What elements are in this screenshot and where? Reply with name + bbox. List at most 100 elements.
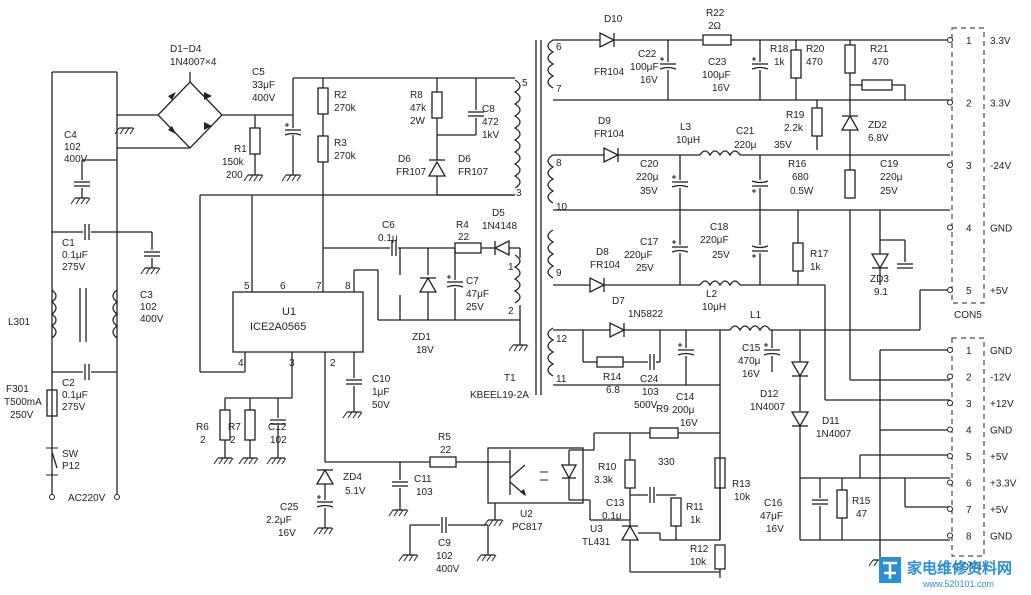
r13-value: 10k: [734, 492, 751, 503]
output-d8: D8 FR104 C17 220μF 25V C18 220μF 25V L2 …: [553, 210, 950, 401]
t1-pin-3: 3: [516, 188, 522, 199]
zener-zd2: [840, 114, 860, 131]
d6a-part: FR107: [396, 167, 426, 178]
con4-pin-number: 4: [966, 426, 972, 437]
resistor-r22: [702, 34, 732, 46]
r8-power: 2W: [410, 116, 426, 127]
c3-value: 102: [140, 302, 157, 313]
r6-value: 2: [200, 435, 206, 446]
output-5v: D7 1N5822 L1 C15 470μ 16V R14 6.8 C24 10…: [553, 289, 950, 567]
con4-pin-label: GND: [990, 346, 1012, 357]
c17-ref: C17: [640, 237, 659, 248]
resistor-r9: [649, 427, 679, 439]
r1-power: 200: [226, 170, 243, 181]
resistor-r17: [792, 242, 804, 272]
c21-voltage: 35V: [774, 140, 792, 151]
r21-value: 470: [872, 57, 889, 68]
zener-zd3: [870, 253, 890, 270]
bridge-part: 1N4007×4: [170, 57, 217, 68]
l1-ref: L1: [750, 310, 762, 321]
r22-value: 2Ω: [708, 21, 722, 32]
t1-pin-1: 1: [508, 262, 514, 273]
ac-terminal-n: [114, 494, 120, 500]
fuse-ref: F301: [6, 384, 29, 395]
resistor-r18: [790, 49, 802, 79]
con4-pin-1: [947, 347, 953, 353]
switch-label: SW: [62, 449, 79, 460]
diode-d11: [790, 411, 810, 428]
c16-ref: C16: [764, 498, 783, 509]
d8-ref: D8: [596, 247, 609, 258]
resistor-r10: [624, 459, 636, 489]
c23-voltage: 16V: [712, 83, 730, 94]
c11-value: 103: [416, 487, 433, 498]
c13-value: 0.1μ: [602, 511, 622, 522]
con4-pin-8: [947, 532, 953, 539]
c10-ref: C10: [372, 374, 391, 385]
diode-d6: [427, 160, 447, 177]
r1-ref: R1: [234, 144, 247, 155]
output-24v: D9 FR104 L3 10μH C21 220μ 35V C20 220μ 3…: [553, 116, 950, 211]
c10-value: 1μF: [372, 387, 389, 398]
diode-d5: [493, 239, 510, 257]
c1-ref: C1: [62, 238, 75, 249]
c15-value: 470μ: [738, 356, 761, 367]
r20-value: 470: [806, 57, 823, 68]
ac-input-label: AC220V: [68, 493, 106, 504]
r2-value: 270k: [334, 103, 357, 114]
d8-part: FR104: [590, 260, 620, 271]
r3-value: 270k: [334, 151, 357, 162]
zd4-value: 5.1V: [345, 486, 366, 497]
con5-pin-3: [947, 162, 953, 168]
c20-value: 220μ: [636, 172, 659, 183]
d5-part: 1N4148: [482, 221, 517, 232]
c4-value: 102: [64, 142, 81, 153]
c19-voltage: 25V: [880, 186, 898, 197]
r10-ref: R10: [598, 462, 617, 473]
c6-value: 0.1μ: [378, 233, 398, 244]
u2-part: PC817: [512, 522, 543, 533]
c8-ref: C8: [482, 104, 495, 115]
ac-input-section: AC220V SW P12 F301 T500mA 250V C2 0.1μF …: [4, 44, 515, 504]
u3-part: TL431: [582, 537, 611, 548]
u1-pin-5: 5: [244, 281, 250, 292]
r15-value: 47: [856, 509, 868, 520]
optocoupler-u2: [483, 447, 584, 527]
choke-label: L301: [8, 317, 31, 328]
c19-value: 220μ: [880, 172, 903, 183]
con4-pin-number: 2: [966, 373, 972, 384]
con4-pin-number: 3: [966, 399, 972, 410]
resistor-r20: [861, 79, 893, 91]
con4-pin-label: +5V: [990, 505, 1008, 516]
con4-pin-3: [947, 400, 953, 406]
diode-d10: [599, 31, 616, 49]
d9-ref: D9: [598, 116, 611, 127]
t1-pin-2: 2: [508, 306, 514, 317]
c14-ref: C14: [676, 392, 695, 403]
r11-value: 1k: [690, 515, 702, 526]
c2-value: 0.1μF: [62, 390, 88, 401]
c9-ref: C9: [438, 538, 451, 549]
d11-part: 1N4007: [816, 429, 851, 440]
controller-section: U1 ICE2A0565 5 6 7 8 4 3 2 C6 0.1μ R4 22: [196, 194, 529, 575]
con4-pin-5: [947, 453, 953, 459]
watermark-url: www.520101.com: [922, 579, 994, 589]
c12-value: 102: [270, 435, 287, 446]
c2-voltage: 275V: [62, 402, 86, 413]
u1-pin-8: 8: [345, 281, 351, 292]
con5-pin-number: 5: [966, 286, 972, 297]
c2-ref: C2: [62, 378, 75, 389]
r20-ref: R20: [806, 44, 825, 55]
diode-d8: [589, 276, 606, 294]
c21-ref: C21: [736, 126, 755, 137]
r9-value: 330: [658, 457, 675, 468]
c24-voltage: 500V: [634, 400, 658, 411]
resistor-r5: [429, 456, 457, 468]
c18-ref: C18: [710, 222, 729, 233]
transformer-t1: 5 3 6 7 8 10 9 1 2 12 11 T1 KBEEL19-2A: [470, 39, 568, 401]
resistor-r21: [844, 44, 856, 74]
c24-value: 103: [642, 387, 659, 398]
u1-pin-6: 6: [280, 281, 286, 292]
l3-value: 10μH: [676, 135, 700, 146]
con4-pin-2: [947, 373, 953, 380]
